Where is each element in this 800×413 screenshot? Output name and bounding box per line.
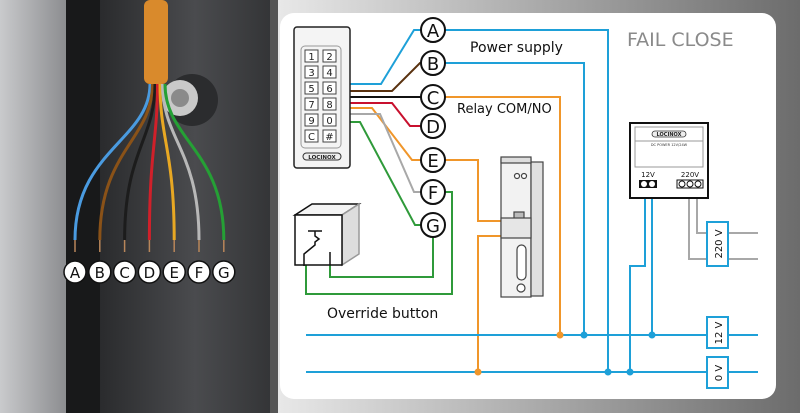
photo-wire-a <box>73 83 152 241</box>
svg-text:A: A <box>70 264 81 282</box>
keypad-key: 4 <box>322 65 337 79</box>
svg-text:2: 2 <box>326 52 332 63</box>
psu-brand: LOCINOX <box>657 132 682 138</box>
photo-label-e: E <box>162 260 186 284</box>
wire-g <box>350 121 421 226</box>
terminal-f: F <box>420 179 446 205</box>
keypad-key: 6 <box>322 81 337 95</box>
electric-strike <box>500 156 544 298</box>
override-button <box>292 202 362 267</box>
svg-text:A: A <box>427 21 440 42</box>
keypad-key: 8 <box>322 97 337 111</box>
svg-text:G: G <box>426 216 440 237</box>
svg-text:D: D <box>144 264 156 282</box>
keypad-brand: LOCINOX <box>308 155 336 161</box>
keypad: 1 2 3 4 5 6 7 8 9 0C # LOCINOX <box>293 26 351 169</box>
wire-a <box>350 29 421 85</box>
rail-label-12v: 12 V <box>706 316 729 349</box>
terminal-b: B <box>420 50 446 76</box>
svg-text:220 V: 220 V <box>714 229 725 258</box>
wire-strike-return <box>477 235 502 372</box>
psu-220v-label: 220V <box>681 171 699 179</box>
terminal-a: A <box>420 17 446 43</box>
svg-text:7: 7 <box>308 100 314 111</box>
photo-label-g: G <box>212 260 236 284</box>
svg-text:C: C <box>427 88 440 109</box>
keypad-key: # <box>322 129 337 143</box>
svg-text:D: D <box>426 117 440 138</box>
svg-text:B: B <box>95 264 105 282</box>
svg-text:F: F <box>195 264 204 282</box>
keypad-key: 3 <box>304 65 319 79</box>
wire-f-out <box>305 191 453 295</box>
photo-wire-c <box>123 83 157 241</box>
psu-12v-neg <box>629 187 646 372</box>
photo-wire-g <box>163 83 226 241</box>
keypad-key: 7 <box>304 97 319 111</box>
diagram-wires <box>305 29 758 373</box>
photo-label-a: A <box>63 260 87 284</box>
wire-a-out <box>445 29 609 372</box>
svg-text:0 V: 0 V <box>714 365 725 382</box>
wire-e <box>350 107 421 161</box>
svg-text:1: 1 <box>308 52 314 63</box>
rail-label-220v: 220 V <box>706 221 729 267</box>
power-supply-unit: LOCINOX DC POWER 12V/24W 12V 220V <box>629 122 709 199</box>
photo-wire-f <box>161 83 201 241</box>
wire-c-out <box>445 96 561 335</box>
svg-text:0: 0 <box>326 116 332 127</box>
keypad-key: C <box>304 129 319 143</box>
terminal-c: C <box>420 84 446 110</box>
svg-text:C: C <box>119 264 129 282</box>
terminal-g: G <box>420 212 446 238</box>
svg-text:6: 6 <box>326 84 332 95</box>
svg-text:B: B <box>427 54 439 75</box>
svg-text:9: 9 <box>308 116 314 127</box>
svg-text:E: E <box>427 151 438 172</box>
psu-12v-label: 12V <box>641 171 655 179</box>
keypad-key: 0 <box>322 113 337 127</box>
svg-text:12 V: 12 V <box>714 321 725 344</box>
terminal-d: D <box>420 113 446 139</box>
photo-wire-e <box>158 83 176 241</box>
rail-label-0v: 0 V <box>706 356 729 389</box>
wire-b-out <box>445 62 585 335</box>
photo-wire-b <box>98 83 154 241</box>
wire-g-out <box>329 237 434 278</box>
photo-label-d: D <box>137 260 162 284</box>
svg-text:5: 5 <box>308 84 314 95</box>
wire-e-out <box>445 159 502 222</box>
override-label: Override button <box>327 306 438 322</box>
svg-text:8: 8 <box>326 100 332 111</box>
junction-dots <box>474 331 656 376</box>
svg-text:E: E <box>169 264 178 282</box>
photo-wire-d <box>147 83 159 241</box>
terminal-e: E <box>420 147 446 173</box>
diagram-title: FAIL CLOSE <box>627 29 734 51</box>
power-supply-label: Power supply <box>470 40 563 56</box>
svg-text:F: F <box>428 183 438 204</box>
wire-f <box>350 113 421 193</box>
keypad-key: 5 <box>304 81 319 95</box>
keypad-brand-logo <box>302 152 342 161</box>
keypad-key: 2 <box>322 49 337 63</box>
keypad-key: 9 <box>304 113 319 127</box>
svg-text:G: G <box>218 264 230 282</box>
photo-label-f: F <box>187 260 211 284</box>
psu-220v-b <box>696 187 758 234</box>
psu-model: DC POWER 12V/24W <box>651 143 688 147</box>
wire-d <box>350 102 421 127</box>
keypad-key: 1 <box>304 49 319 63</box>
photo-label-b: B <box>88 260 112 284</box>
relay-label: Relay COM/NO <box>457 102 552 117</box>
svg-text:3: 3 <box>308 68 314 79</box>
svg-text:C: C <box>308 132 315 143</box>
photo-label-c: C <box>112 260 137 284</box>
psu-220v-a <box>688 187 758 260</box>
svg-text:#: # <box>325 132 333 143</box>
orange-cable <box>144 0 168 84</box>
svg-text:4: 4 <box>326 68 332 79</box>
